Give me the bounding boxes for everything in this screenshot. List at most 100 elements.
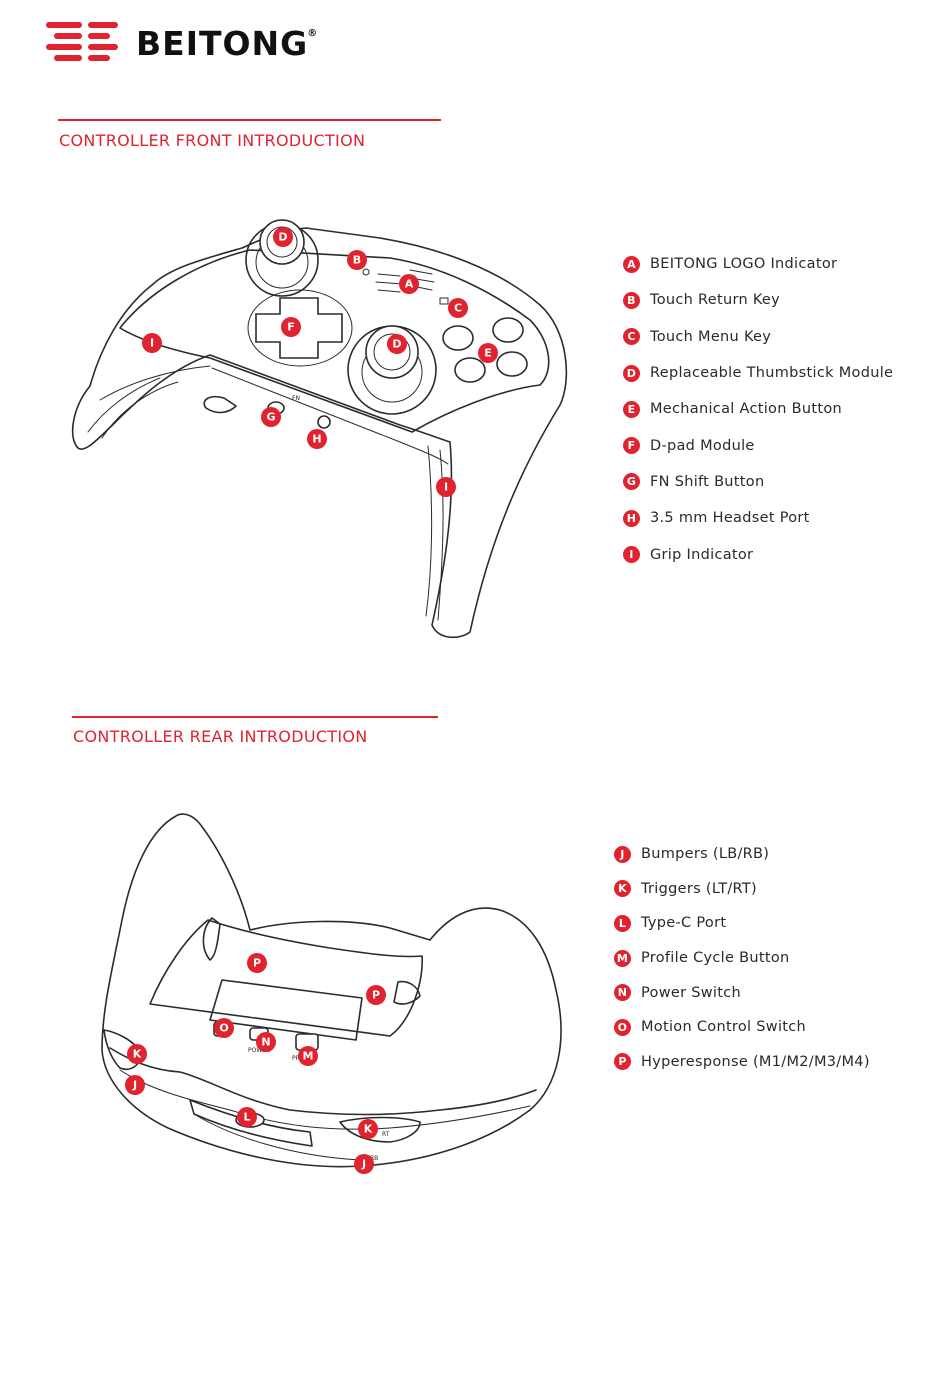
paddle-m-left xyxy=(202,917,221,961)
callout-g: G xyxy=(261,407,281,427)
legend-badge: N xyxy=(614,984,631,1002)
legend-badge: K xyxy=(614,880,631,898)
face-button-y xyxy=(492,317,524,343)
legend-badge: D xyxy=(623,364,640,382)
right-trigger-rear xyxy=(339,1116,421,1143)
rear-section-rule xyxy=(72,716,438,718)
callout-l: L xyxy=(237,1107,257,1127)
callout-j-right: J xyxy=(354,1154,374,1174)
legend-badge: B xyxy=(623,291,640,309)
callout-f: F xyxy=(281,317,301,337)
beitong-logo-icon xyxy=(44,20,120,66)
callout-p-top: P xyxy=(247,953,267,973)
callout-i-left: I xyxy=(142,333,162,353)
fn-marking: FN xyxy=(292,395,300,402)
rt-marking: RT xyxy=(382,1131,390,1138)
front-section-title: CONTROLLER FRONT INTRODUCTION xyxy=(59,131,366,150)
legend-badge: O xyxy=(614,1018,631,1036)
dpad-ring xyxy=(247,289,353,367)
svg-text:I: I xyxy=(150,337,154,350)
front-controller-diagram: FN D B A C F D E I G H I xyxy=(71,219,568,639)
callout-o: O xyxy=(214,1018,234,1038)
svg-text:D: D xyxy=(278,231,287,244)
legend-badge: M xyxy=(614,949,631,967)
touch-return-key xyxy=(362,268,370,276)
svg-text:P: P xyxy=(372,989,380,1002)
svg-text:M: M xyxy=(303,1050,314,1063)
brand-logo: BEITONG® xyxy=(44,20,319,66)
rear-callouts: P P O N M K J L K J xyxy=(125,953,386,1174)
headset-port xyxy=(317,415,331,429)
callout-e: E xyxy=(478,343,498,363)
face-button-a xyxy=(454,357,486,383)
svg-text:I: I xyxy=(444,481,448,494)
legend-badge: L xyxy=(614,914,631,932)
callout-c: C xyxy=(448,298,468,318)
front-callouts: D B A C F D E I G H I xyxy=(142,227,498,497)
svg-text:K: K xyxy=(364,1123,373,1136)
callout-p-right: P xyxy=(366,985,386,1005)
callout-k-right: K xyxy=(358,1119,378,1139)
left-grip-indicator xyxy=(101,381,179,439)
svg-text:A: A xyxy=(405,278,414,291)
svg-text:H: H xyxy=(312,433,321,446)
front-section-rule xyxy=(58,119,441,121)
svg-text:B: B xyxy=(353,254,361,267)
right-grip-indicator xyxy=(437,449,444,621)
touch-menu-key xyxy=(439,297,449,305)
left-trigger-rear xyxy=(103,1029,143,1070)
callout-h: H xyxy=(307,429,327,449)
svg-text:F: F xyxy=(287,321,295,334)
power-marking: POWER xyxy=(248,1047,270,1054)
rear-controller-diagram: POWER PROFILE RT RB P P O N M K J L K J xyxy=(101,813,562,1174)
svg-text:J: J xyxy=(132,1079,137,1092)
legend-badge: E xyxy=(623,400,640,418)
face-button-b xyxy=(496,351,528,377)
front-top-face xyxy=(119,249,550,433)
logo-indicator-slots xyxy=(375,269,435,293)
callout-b: B xyxy=(347,250,367,270)
rear-lower-shell xyxy=(109,1047,537,1116)
callout-j-left: J xyxy=(125,1075,145,1095)
legend-badge: P xyxy=(614,1053,631,1071)
left-trigger-shape xyxy=(203,395,237,414)
rear-top-panel xyxy=(149,919,423,1037)
paddle-m-right xyxy=(393,980,421,1005)
svg-text:N: N xyxy=(261,1036,270,1049)
svg-text:D: D xyxy=(392,338,401,351)
callout-m: M xyxy=(298,1046,318,1066)
svg-text:K: K xyxy=(133,1048,142,1061)
svg-text:E: E xyxy=(484,347,492,360)
callout-i-right: I xyxy=(436,477,456,497)
callout-d-right: D xyxy=(387,334,407,354)
svg-text:L: L xyxy=(243,1111,250,1124)
svg-text:G: G xyxy=(266,411,275,424)
svg-text:O: O xyxy=(219,1022,228,1035)
rear-section-title: CONTROLLER REAR INTRODUCTION xyxy=(73,727,368,746)
legend-badge: H xyxy=(623,509,640,527)
brand-name: BEITONG® xyxy=(136,23,319,63)
rb-marking: RB xyxy=(370,1155,378,1162)
callout-a: A xyxy=(399,274,419,294)
rear-label-window xyxy=(209,979,363,1041)
legend-badge: G xyxy=(623,473,640,491)
callout-d-left: D xyxy=(273,227,293,247)
svg-text:C: C xyxy=(454,302,462,315)
face-button-x xyxy=(442,325,474,351)
legend-badge: C xyxy=(623,328,640,346)
